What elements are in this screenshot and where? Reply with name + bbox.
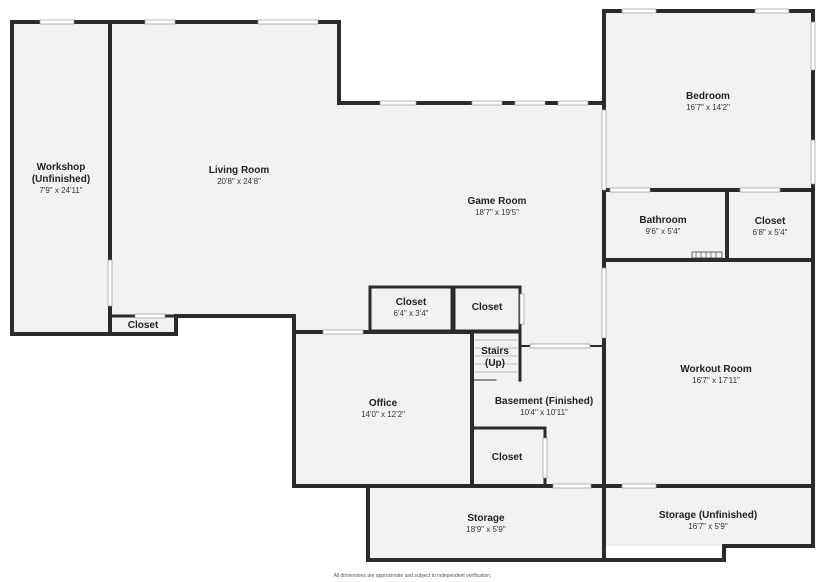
disclaimer: All dimensions are approximate and subje… <box>333 573 492 579</box>
stairs-label: Stairs <box>481 346 509 357</box>
game-closet-1-label: Closet <box>396 297 427 308</box>
workshop-label-2: (Unfinished) <box>32 174 90 185</box>
bedroom-label: Bedroom <box>686 91 730 102</box>
bathroom-dim: 9'6" x 5'4" <box>646 227 681 236</box>
stair-treads <box>475 339 517 373</box>
workout-room-dim: 16'7" x 17'11" <box>692 376 740 385</box>
office-label: Office <box>369 398 398 409</box>
workshop-closet-label: Closet <box>128 320 159 331</box>
floor-fill <box>12 11 813 560</box>
basement-closet-label: Closet <box>492 452 523 463</box>
stairs-walls <box>470 330 522 382</box>
bedroom-dim: 16'7" x 14'2" <box>686 103 730 112</box>
workshop-dim: 7'9" x 24'11" <box>39 186 82 195</box>
storage-dim: 18'9" x 5'9" <box>466 525 506 534</box>
basement-label: Basement (Finished) <box>495 396 593 407</box>
bedroom-closet-dim: 6'8" x 5'4" <box>753 228 788 237</box>
living-room-dim: 20'8" x 24'8" <box>217 177 261 186</box>
workout-room-label: Workout Room <box>680 364 752 375</box>
vent-grille <box>695 252 717 258</box>
windows <box>39 8 816 489</box>
room-labels: Workshop (Unfinished) 7'9" x 24'11" Livi… <box>32 91 788 534</box>
basement-dim: 10'4" x 10'11" <box>520 408 568 417</box>
bedroom-closet-label: Closet <box>755 216 786 227</box>
storage-label: Storage <box>467 513 505 524</box>
game-room-dim: 18'7" x 19'5" <box>475 208 519 217</box>
game-room-label: Game Room <box>468 196 527 207</box>
workshop-label: Workshop <box>37 162 86 173</box>
office-dim: 14'0" x 12'2" <box>361 410 405 419</box>
bathroom-label: Bathroom <box>639 215 686 226</box>
vent-icon <box>691 251 723 259</box>
living-room-label: Living Room <box>209 165 270 176</box>
storage-unfinished-label: Storage (Unfinished) <box>659 510 757 521</box>
game-closet-1-walls <box>368 285 454 333</box>
game-closet-1-dim: 6'4" x 3'4" <box>394 309 429 318</box>
stairs-label-2: (Up) <box>485 358 505 369</box>
storage-unfinished-dim: 16'7" x 5'9" <box>688 522 728 531</box>
game-closet-2-label: Closet <box>472 302 503 313</box>
